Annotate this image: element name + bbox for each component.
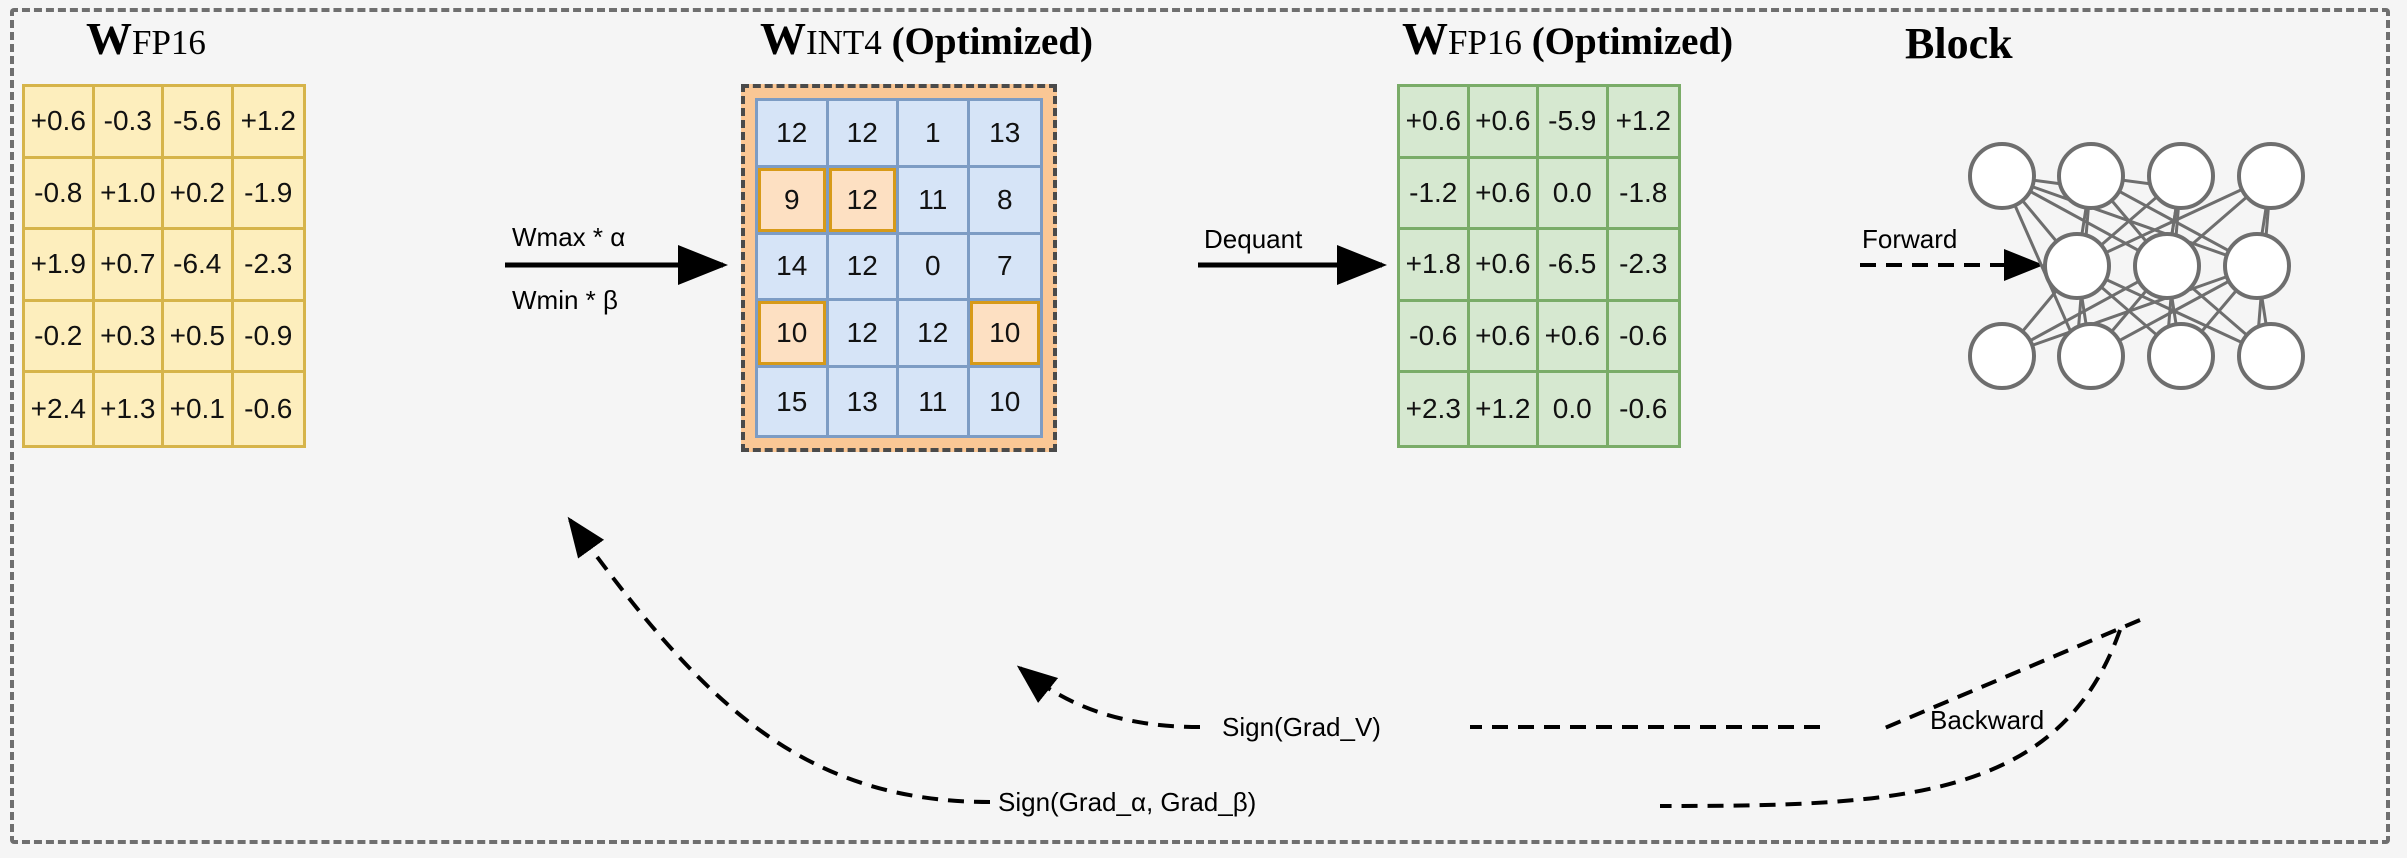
label-wmax-alpha: Wmax * α <box>512 222 626 252</box>
matrix-fp16: +0.6 -0.3 -5.6 +1.2 -0.8 +1.0 +0.2 -1.9 … <box>22 84 306 448</box>
cell: -6.4 <box>164 230 234 302</box>
cell: +1.2 <box>1469 373 1539 445</box>
fp16o-title-suffix: (Optimized) <box>1531 20 1734 63</box>
cell: -0.6 <box>1400 301 1470 374</box>
cell: -1.2 <box>1400 158 1470 231</box>
cell: 10 <box>969 368 1040 435</box>
cell: +0.6 <box>1469 158 1539 231</box>
cell: -5.9 <box>1539 87 1609 159</box>
label-forward: Forward <box>1862 224 1958 254</box>
cell: +0.2 <box>164 158 234 231</box>
label-wmin-beta: Wmin * β <box>512 285 618 315</box>
cell: 14 <box>758 234 829 302</box>
int4-panel-title: WINT4 (Optimized) <box>760 16 1093 62</box>
cell: +1.0 <box>94 158 164 231</box>
cell: 13 <box>969 101 1040 168</box>
label-backward: Backward <box>1930 705 2045 735</box>
fp16-title-sub: FP16 <box>132 23 206 62</box>
cell: 12 <box>828 234 899 302</box>
fp16-title-main: W <box>86 13 132 64</box>
cell-highlighted: 10 <box>758 301 829 369</box>
cell: +0.7 <box>94 230 164 302</box>
block-panel-title: Block <box>1905 19 2013 68</box>
cell: -0.6 <box>233 373 303 445</box>
cell: -0.3 <box>94 87 164 159</box>
fp16o-panel-title: WFP16 (Optimized) <box>1402 16 1733 62</box>
cell: +0.5 <box>164 301 234 374</box>
cell: 12 <box>899 301 970 369</box>
cell: 11 <box>899 368 970 435</box>
cell: -0.2 <box>25 301 95 374</box>
cell-highlighted: 12 <box>828 167 899 235</box>
cell: +0.6 <box>1469 87 1539 159</box>
cell: -1.9 <box>233 158 303 231</box>
cell: +1.9 <box>25 230 95 302</box>
cell: +1.8 <box>1400 230 1470 302</box>
int4-title-suffix: (Optimized) <box>891 20 1094 63</box>
fp16-panel-title: WFP16 <box>86 16 206 62</box>
cell: +0.1 <box>164 373 234 445</box>
cell: 15 <box>758 368 829 435</box>
cell: +1.2 <box>233 87 303 159</box>
int4-title-main: W <box>760 13 806 64</box>
cell: 0.0 <box>1539 158 1609 231</box>
matrix-int4: 12 12 1 13 9 12 11 8 14 12 0 7 10 12 12 … <box>755 98 1043 438</box>
fp16o-title-sub: FP16 <box>1448 23 1522 62</box>
cell: -5.6 <box>164 87 234 159</box>
label-sign-grad-v: Sign(Grad_V) <box>1222 712 1381 742</box>
cell: +0.3 <box>94 301 164 374</box>
cell: +0.6 <box>1400 87 1470 159</box>
cell: -0.8 <box>25 158 95 231</box>
cell: 13 <box>828 368 899 435</box>
cell: 8 <box>969 167 1040 235</box>
fp16o-title-main: W <box>1402 13 1448 64</box>
cell: 0 <box>899 234 970 302</box>
cell: -2.3 <box>233 230 303 302</box>
cell: 12 <box>828 301 899 369</box>
matrix-fp16-optimized: +0.6 +0.6 -5.9 +1.2 -1.2 +0.6 0.0 -1.8 +… <box>1397 84 1681 448</box>
cell-highlighted: 9 <box>758 167 829 235</box>
cell: 1 <box>899 101 970 168</box>
cell: 0.0 <box>1539 373 1609 445</box>
cell: -1.8 <box>1608 158 1678 231</box>
cell: +2.4 <box>25 373 95 445</box>
cell: +0.6 <box>1469 230 1539 302</box>
label-dequant: Dequant <box>1204 224 1303 254</box>
cell: -6.5 <box>1539 230 1609 302</box>
cell: 7 <box>969 234 1040 302</box>
cell: 12 <box>828 101 899 168</box>
cell-highlighted: 10 <box>969 301 1040 369</box>
cell: +0.6 <box>1539 301 1609 374</box>
cell: +1.2 <box>1608 87 1678 159</box>
int4-title-sub: INT4 <box>806 23 882 62</box>
matrix-int4-outline: 12 12 1 13 9 12 11 8 14 12 0 7 10 12 12 … <box>741 84 1057 452</box>
cell: -0.6 <box>1608 373 1678 445</box>
cell: -2.3 <box>1608 230 1678 302</box>
cell: +0.6 <box>25 87 95 159</box>
label-sign-grad-alpha-beta: Sign(Grad_α, Grad_β) <box>998 787 1257 817</box>
cell: +0.6 <box>1469 301 1539 374</box>
cell: +1.3 <box>94 373 164 445</box>
cell: 11 <box>899 167 970 235</box>
cell: +2.3 <box>1400 373 1470 445</box>
cell: -0.6 <box>1608 301 1678 374</box>
cell: 12 <box>758 101 829 168</box>
cell: -0.9 <box>233 301 303 374</box>
